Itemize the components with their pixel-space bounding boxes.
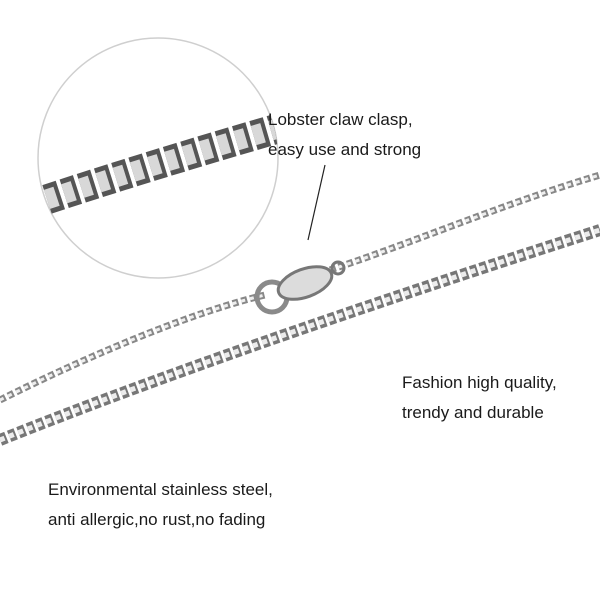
clasp-caption-line2: easy use and strong — [268, 140, 422, 159]
zoomed-chain-detail — [38, 110, 278, 220]
material-caption-line1: Environmental stainless steel, — [48, 480, 273, 499]
clasp-caption-line1: Lobster claw clasp, — [268, 110, 413, 129]
fashion-caption-line1: Fashion high quality, — [402, 373, 557, 392]
thin-chain — [0, 171, 600, 404]
pointer-line — [307, 164, 326, 241]
material-caption: Environmental stainless steel, anti alle… — [48, 475, 273, 535]
fashion-caption-line2: trendy and durable — [402, 403, 544, 422]
material-caption-line2: anti allergic,no rust,no fading — [48, 510, 266, 529]
lobster-clasp — [254, 260, 346, 315]
clasp-caption: Lobster claw clasp, easy use and strong — [268, 105, 421, 165]
fashion-caption: Fashion high quality, trendy and durable — [402, 368, 557, 428]
